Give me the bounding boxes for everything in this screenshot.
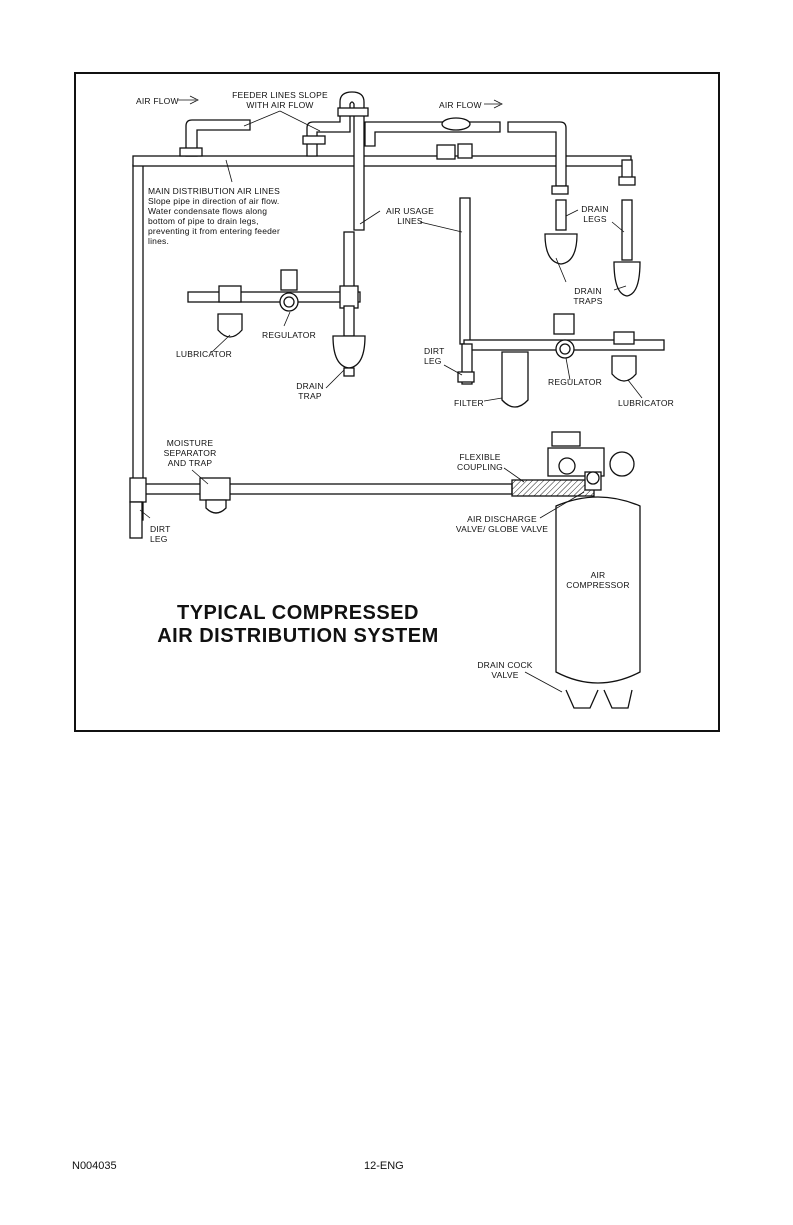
frl-line-left [187,291,361,303]
moisture-separator [205,499,227,514]
feeder-loop-center [306,91,365,231]
dirt-leg-label-bottom: DIRT LEG [150,524,171,544]
drain-trap-left [332,335,366,369]
lubricator-label-right: LUBRICATOR [618,398,675,408]
filter-bowl [501,351,529,408]
regulator-label-right: REGULATOR [548,377,602,387]
drain-legs-label: DRAIN LEGS [581,204,609,224]
lubricator-bowl-right [611,355,637,382]
flexible-coupling-label: FLEXIBLE COUPLING [457,452,503,472]
main-line-left [132,164,144,521]
air-usage-line-left [343,231,355,293]
main-distribution-label: MAIN DISTRIBUTION AIR LINES Slope pipe i… [148,186,281,246]
page-number: 12-ENG [364,1160,404,1172]
drain-leg-2 [621,199,633,261]
air-flow-label-left: AIR FLOW [136,96,179,106]
dirt-leg-label-mid: DIRT LEG [424,346,445,366]
lubricator-bowl-left [217,313,243,338]
air-flow-label-right: AIR FLOW [439,100,482,110]
feeder-lines-label: FEEDER LINES SLOPE WITH AIR FLOW [232,90,328,110]
drain-trap-1 [544,233,578,265]
filter-label: FILTER [454,398,484,408]
drain-trap-label: DRAIN TRAP [296,381,324,401]
regulator-label-left: REGULATOR [262,330,316,340]
compressor-flywheel [609,451,635,477]
drain-trap-2 [613,261,641,297]
air-compressor-label: AIR COMPRESSOR [566,570,630,590]
air-usage-line-right [459,197,471,345]
drain-leg-1 [555,199,567,231]
compressor-tank [555,496,641,684]
air-usage-lines-label: AIR USAGE LINES [385,206,435,226]
feeder-elbow-left [185,119,251,157]
moisture-separator-label: MOISTURE SEPARATOR AND TRAP [163,438,217,468]
feeder-line-right [364,121,501,147]
document-id: N004035 [72,1160,117,1172]
diagram-frame [74,72,720,732]
air-discharge-label: AIR DISCHARGE VALVE/ GLOBE VALVE [455,514,549,534]
diagram-title: TYPICAL COMPRESSED AIR DISTRIBUTION SYST… [157,602,439,647]
dirt-leg-bottom [129,501,143,539]
drain-cock-label: DRAIN COCK VALVE [477,660,533,680]
compressor-line [139,483,513,495]
lubricator-label-left: LUBRICATOR [176,349,233,359]
drain-traps-label: DRAIN TRAPS [573,286,603,306]
compressor-feet [565,689,633,709]
